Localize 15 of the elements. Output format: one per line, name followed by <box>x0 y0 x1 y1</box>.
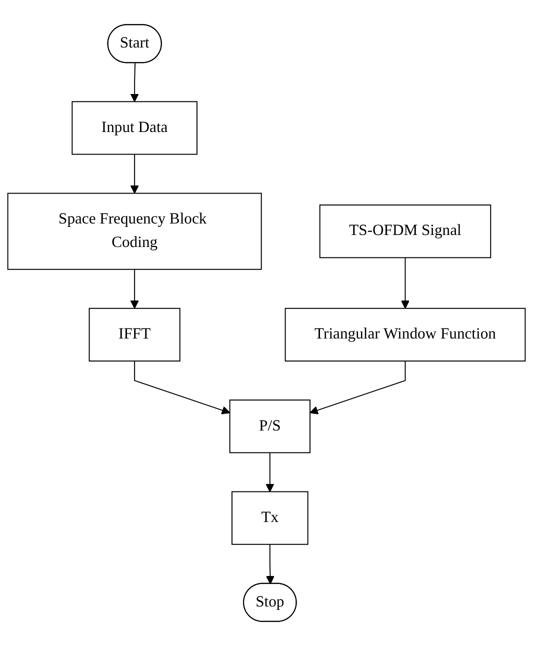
arrow <box>130 62 139 102</box>
arrow <box>130 154 139 194</box>
node-box: Triangular Window Function <box>284 308 526 362</box>
node-box: Space Frequency Block Coding <box>7 192 262 270</box>
arrow <box>130 268 139 309</box>
node-box: Tx <box>232 491 308 545</box>
node-box: IFFT <box>88 308 180 362</box>
node-box: Input Data <box>72 101 198 155</box>
arrow <box>134 360 230 414</box>
arrow <box>266 544 274 584</box>
arrow <box>266 452 274 492</box>
node-box: TS-OFDM Signal <box>319 204 492 258</box>
node-box: P/S <box>229 400 310 454</box>
arrow <box>310 360 406 414</box>
arrow <box>400 257 410 309</box>
